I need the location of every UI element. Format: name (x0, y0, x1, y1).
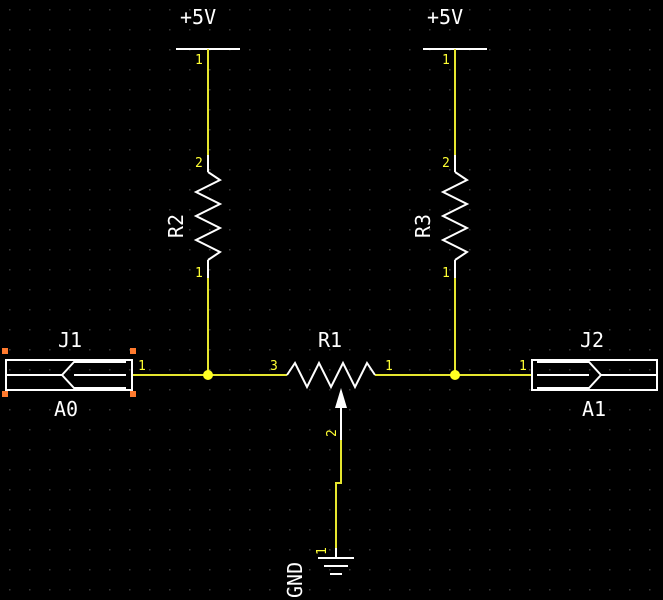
j1-arrow-bottom (61, 374, 126, 389)
potentiometer-zigzag-icon (286, 360, 376, 390)
r1-pin-wiper: 2 (325, 429, 340, 437)
power-pin-right: 1 (442, 53, 450, 68)
junction-dot-left (203, 370, 213, 380)
r2-pin-top: 2 (195, 156, 203, 171)
r3-pin-bottom: 1 (442, 266, 450, 281)
selection-handle[interactable] (2, 348, 8, 354)
wiper-arrow-icon (335, 388, 347, 408)
connector-j2[interactable]: J2 A1 1 (519, 328, 658, 421)
power-pin-left: 1 (195, 53, 203, 68)
gnd-label: GND (283, 562, 307, 598)
selection-handle[interactable] (130, 391, 136, 397)
r2-pin-bottom: 1 (195, 266, 203, 281)
resistor-r2[interactable]: 2 1 R2 (164, 155, 223, 281)
j1-ref-label: J1 (58, 328, 82, 352)
j1-value-label: A0 (54, 397, 78, 421)
connector-j1[interactable]: J1 A0 1 (2, 328, 146, 421)
j2-ref-label: J2 (580, 328, 604, 352)
power-label-right: +5V (427, 5, 463, 29)
j1-arrow-top (6, 361, 126, 376)
r1-pin-left: 3 (270, 359, 278, 374)
ground-symbol[interactable]: 1 GND (283, 547, 354, 598)
resistor-zigzag-icon (193, 171, 223, 261)
j2-value-label: A1 (582, 397, 606, 421)
power-symbol-right[interactable]: +5V 1 (423, 5, 487, 155)
power-symbol-left[interactable]: +5V 1 (176, 5, 240, 155)
r2-ref-label: R2 (164, 214, 188, 238)
j2-arrow-top (537, 361, 657, 376)
j2-arrow-bottom (537, 374, 602, 389)
selection-handle[interactable] (130, 348, 136, 354)
wire-wiper-to-gnd[interactable] (335, 440, 342, 548)
potentiometer-r1[interactable]: R1 3 1 2 (270, 328, 393, 440)
r3-ref-label: R3 (411, 214, 435, 238)
junction-dot-right (450, 370, 460, 380)
gnd-pin: 1 (315, 547, 330, 555)
r1-pin-right: 1 (385, 359, 393, 374)
resistor-zigzag-icon (440, 171, 470, 261)
power-label-left: +5V (180, 5, 216, 29)
resistor-r3[interactable]: 2 1 R3 (411, 155, 470, 281)
r1-ref-label: R1 (318, 328, 342, 352)
j2-pin: 1 (519, 359, 527, 374)
r3-pin-top: 2 (442, 156, 450, 171)
j1-pin: 1 (138, 359, 146, 374)
selection-handle[interactable] (2, 391, 8, 397)
